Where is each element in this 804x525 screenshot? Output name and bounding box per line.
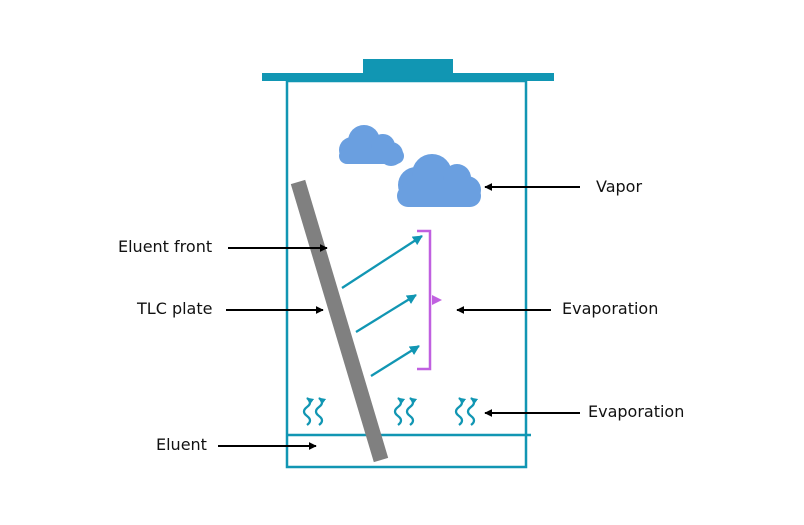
evaporation-arrow-3 bbox=[370, 345, 420, 377]
evaporation-arrow-1 bbox=[341, 235, 423, 289]
chamber-lid bbox=[262, 73, 554, 81]
wavy-up-arrow-icon bbox=[304, 398, 474, 425]
label-evaporation-upper: Evaporation bbox=[562, 299, 659, 318]
chamber-body bbox=[285, 79, 528, 469]
bracket-tip bbox=[432, 295, 442, 305]
label-evaporation-lower: Evaporation bbox=[588, 402, 685, 421]
label-vapor: Vapor bbox=[596, 177, 643, 196]
label-eluent: Eluent bbox=[156, 435, 207, 454]
lid-knob bbox=[363, 59, 453, 75]
cloud-icon bbox=[339, 125, 404, 166]
evaporation-bracket bbox=[417, 229, 432, 371]
label-eluent-front: Eluent front bbox=[118, 237, 213, 256]
evaporation-arrow-2 bbox=[355, 294, 417, 333]
cloud-icon-large bbox=[397, 154, 481, 207]
tlc-plate bbox=[290, 179, 389, 463]
label-tlc-plate: TLC plate bbox=[137, 299, 213, 318]
